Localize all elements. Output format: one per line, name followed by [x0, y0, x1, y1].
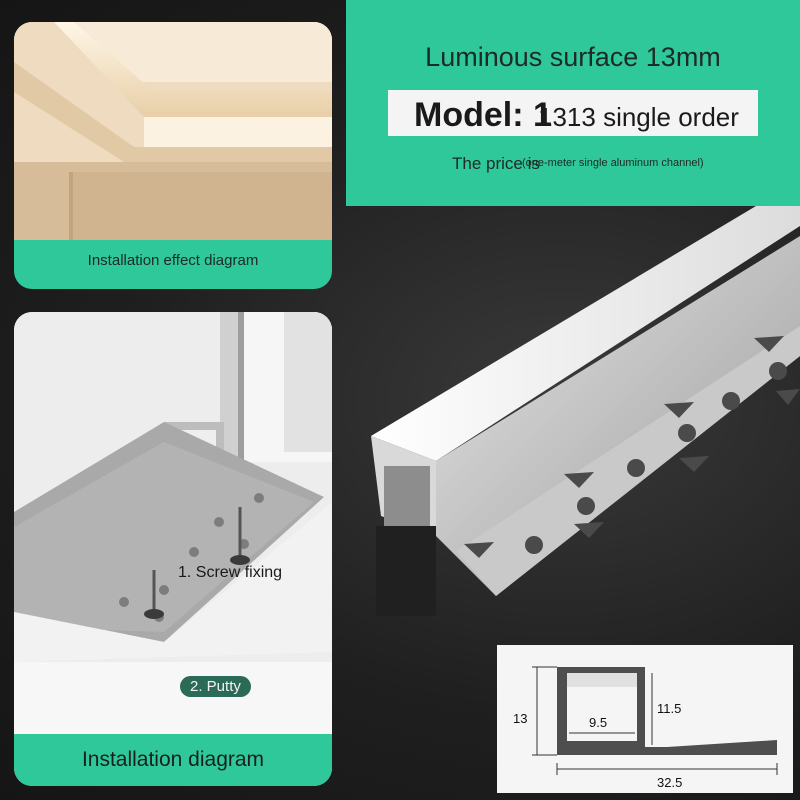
- product-image: [346, 206, 800, 636]
- dimension-inner-width: 9.5: [589, 715, 608, 730]
- installation-effect-photo: [14, 22, 332, 240]
- installation-illustration: [14, 312, 332, 742]
- banner-title: Luminous surface 13mm: [425, 42, 721, 72]
- product-banner: Luminous surface 13mm Model: 1 1313 sing…: [346, 0, 800, 206]
- putty-label: 2. Putty: [180, 676, 251, 697]
- price-label: The price is: [452, 154, 540, 173]
- aluminum-channel-illustration: [371, 206, 800, 616]
- screw-fixing-label: 1. Screw fixing: [178, 564, 283, 581]
- installation-effect-card: Installation effect diagram: [14, 22, 332, 289]
- installation-diagram-footer: Installation diagram: [14, 734, 332, 786]
- installation-effect-caption: Installation effect diagram: [87, 252, 259, 269]
- price-note: (one-meter single aluminum channel): [522, 157, 704, 169]
- dimension-total-width: 32.5: [657, 775, 683, 790]
- installation-diagram-caption: Installation diagram: [81, 748, 265, 771]
- model-box: Model: 1 1313 single order: [388, 90, 758, 136]
- dimension-height: 13: [513, 711, 528, 726]
- installation-scene: [14, 312, 332, 742]
- dimension-inner-height: 11.5: [657, 701, 682, 716]
- profile-cross-section: [532, 666, 778, 775]
- dimension-drawing: 13 9.5 11.5 32.5: [497, 645, 793, 793]
- installation-diagram-card: 1. Screw fixing 2. Putty Installation di…: [14, 312, 332, 786]
- model-prefix: Model: 1: [414, 96, 552, 134]
- ceiling-light-illustration: [14, 22, 332, 240]
- model-suffix: 1313 single order: [538, 102, 739, 132]
